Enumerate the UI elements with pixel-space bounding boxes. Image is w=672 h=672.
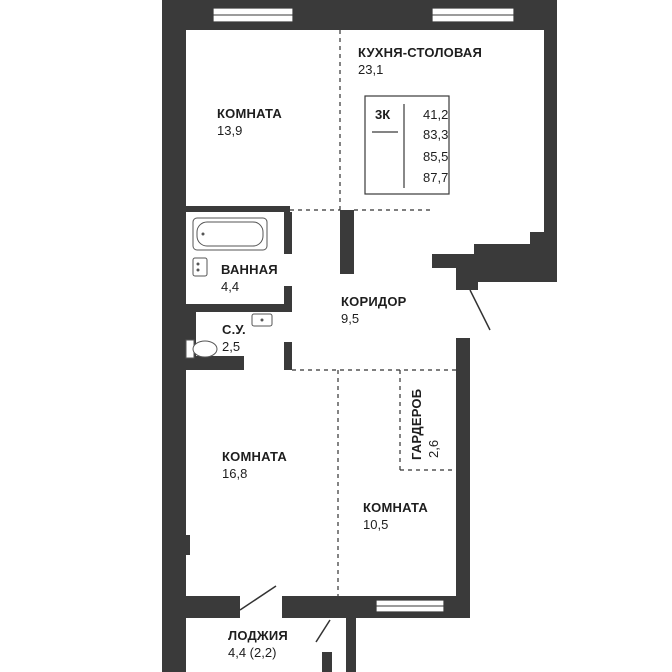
right-step-4 bbox=[456, 262, 478, 290]
bath-right-wall-b bbox=[284, 286, 292, 308]
room-name-wc: С.У. bbox=[222, 322, 246, 337]
interior-walls bbox=[184, 206, 354, 555]
area-value-1: 41,2 bbox=[423, 107, 448, 122]
area-value-2: 83,3 bbox=[423, 127, 448, 142]
room-area-bedroom-top: 13,9 bbox=[217, 123, 242, 138]
fixtures bbox=[185, 217, 273, 359]
bottom-wall-left bbox=[162, 596, 240, 618]
loggia-right-wall bbox=[346, 618, 356, 672]
bath-wc-wall bbox=[186, 304, 292, 312]
left-outer-wall bbox=[162, 0, 186, 672]
room-name-kitchen: КУХНЯ-СТОЛОВАЯ bbox=[358, 45, 482, 60]
apartment-info-table: 3К 41,2 83,3 85,5 87,7 bbox=[364, 95, 450, 195]
room-name-bedroom-right: КОМНАТА bbox=[363, 500, 428, 515]
info-table-frame bbox=[364, 95, 450, 195]
loggia-door-right bbox=[315, 619, 331, 643]
room-name-bedroom-top: КОМНАТА bbox=[217, 106, 282, 121]
zone-boundaries bbox=[290, 30, 456, 596]
room-name-bedroom-left: КОМНАТА bbox=[222, 449, 287, 464]
room-labels: КОМНАТА 13,9 КУХНЯ-СТОЛОВАЯ 23,1 ВАННАЯ … bbox=[217, 45, 482, 660]
doors bbox=[239, 289, 491, 643]
wc-left-wall bbox=[186, 312, 196, 358]
loggia-post bbox=[322, 652, 332, 672]
toilet-icon bbox=[185, 339, 218, 359]
room-name-wardrobe: ГАРДЕРОБ bbox=[409, 389, 424, 460]
room-name-corridor: КОРИДОР bbox=[341, 294, 407, 309]
wc-sink-icon bbox=[251, 313, 273, 327]
right-upper-wall bbox=[544, 0, 557, 282]
wc-right-wall bbox=[284, 342, 292, 370]
bedroom-left-stub bbox=[184, 535, 190, 555]
room-area-bathroom: 4,4 bbox=[221, 279, 239, 294]
windows bbox=[212, 7, 515, 613]
room-area-wardrobe: 2,6 bbox=[426, 440, 441, 458]
room-area-bedroom-left: 16,8 bbox=[222, 466, 247, 481]
loggia-door-left bbox=[239, 585, 277, 611]
room-area-corridor: 9,5 bbox=[341, 311, 359, 326]
area-value-4: 87,7 bbox=[423, 170, 448, 185]
loggia-left-wall bbox=[162, 618, 178, 672]
room-area-bedroom-right: 10,5 bbox=[363, 517, 388, 532]
room-area-kitchen: 23,1 bbox=[358, 62, 383, 77]
entrance-door bbox=[469, 289, 491, 331]
bath-right-wall-a bbox=[284, 212, 292, 254]
room-area-wc: 2,5 bbox=[222, 339, 240, 354]
room-area-loggia: 4,4 (2,2) bbox=[228, 645, 276, 660]
apartment-type: 3К bbox=[375, 107, 390, 122]
right-lower-wall bbox=[456, 338, 470, 600]
wc-bottom-wall bbox=[186, 356, 244, 370]
room-name-loggia: ЛОДЖИЯ bbox=[228, 628, 288, 643]
kitchen-corridor-wall bbox=[340, 210, 354, 274]
bedroom-bath-wall bbox=[186, 206, 290, 212]
room-name-bathroom: ВАННАЯ bbox=[221, 262, 278, 277]
area-value-3: 85,5 bbox=[423, 149, 448, 164]
bath-sink-icon bbox=[192, 257, 208, 277]
bathtub-icon bbox=[192, 217, 268, 251]
